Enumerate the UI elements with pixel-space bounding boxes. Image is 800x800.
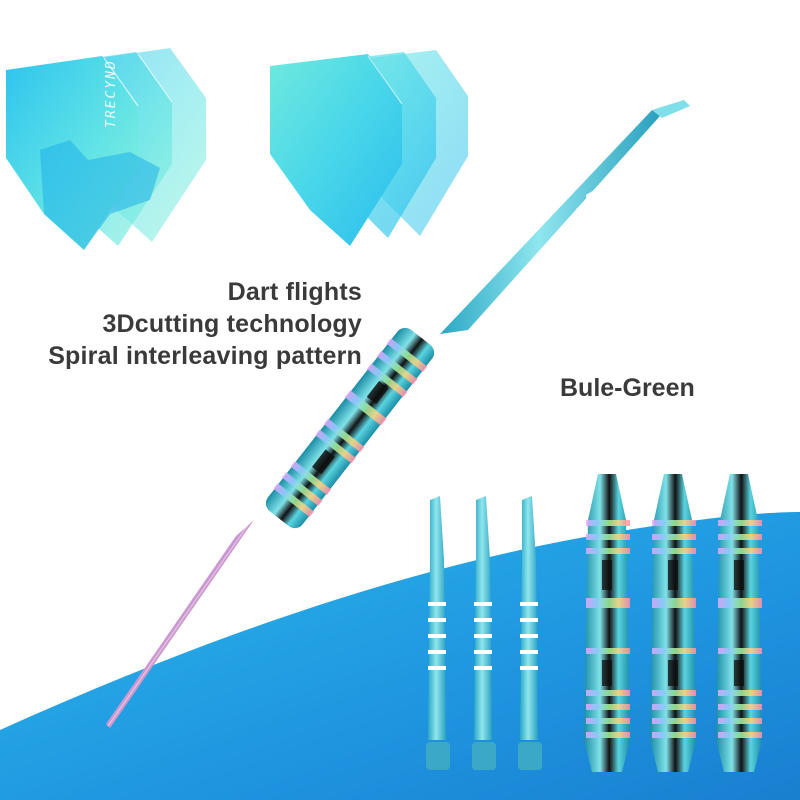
color-variant-label: Bule-Green bbox=[560, 374, 695, 402]
caption-spiral-pattern: Spiral interleaving pattern bbox=[48, 342, 362, 370]
main-dart bbox=[106, 100, 690, 728]
loose-barrels bbox=[584, 474, 762, 772]
flight-set-right bbox=[270, 50, 468, 246]
flight-set-left bbox=[6, 48, 206, 250]
caption-dart-flights: Dart flights bbox=[227, 278, 362, 306]
flight-brand-text: TRECYND bbox=[104, 59, 119, 128]
loose-shafts bbox=[426, 496, 542, 770]
caption-3d-cutting: 3Dcutting technology bbox=[102, 310, 362, 338]
